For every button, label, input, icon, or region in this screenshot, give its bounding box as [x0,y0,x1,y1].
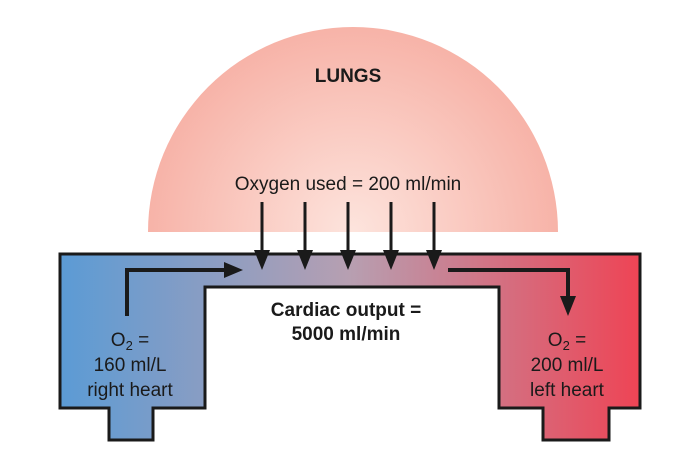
flow-arrow-out-of-lungs [448,268,576,316]
circulation-tube [58,252,642,442]
left-heart-o2-concentration: 200 ml/L [531,355,604,376]
oxygen-uptake-arrows [254,202,442,270]
right-heart-label: right heart [87,380,173,401]
flow-arrow-into-lungs [125,262,243,316]
lungs-dome [148,27,558,232]
right-heart-o2-concentration: 160 ml/L [94,355,167,376]
down-arrow-icon [426,202,442,270]
down-arrow-icon [297,202,313,270]
oxygen-used-label: Oxygen used = 200 ml/min [235,174,462,195]
lungs-label: LUNGS [315,66,382,87]
left-heart-label: left heart [530,380,605,401]
right-heart-o2-label: O2 = [111,330,149,353]
down-arrow-icon [340,202,356,270]
cardiac-output-label: Cardiac output = [271,300,421,321]
left-heart-o2-label: O2 = [548,330,586,353]
down-arrow-icon [383,202,399,270]
cardiac-output-value: 5000 ml/min [292,324,401,345]
down-arrow-icon [254,202,270,270]
